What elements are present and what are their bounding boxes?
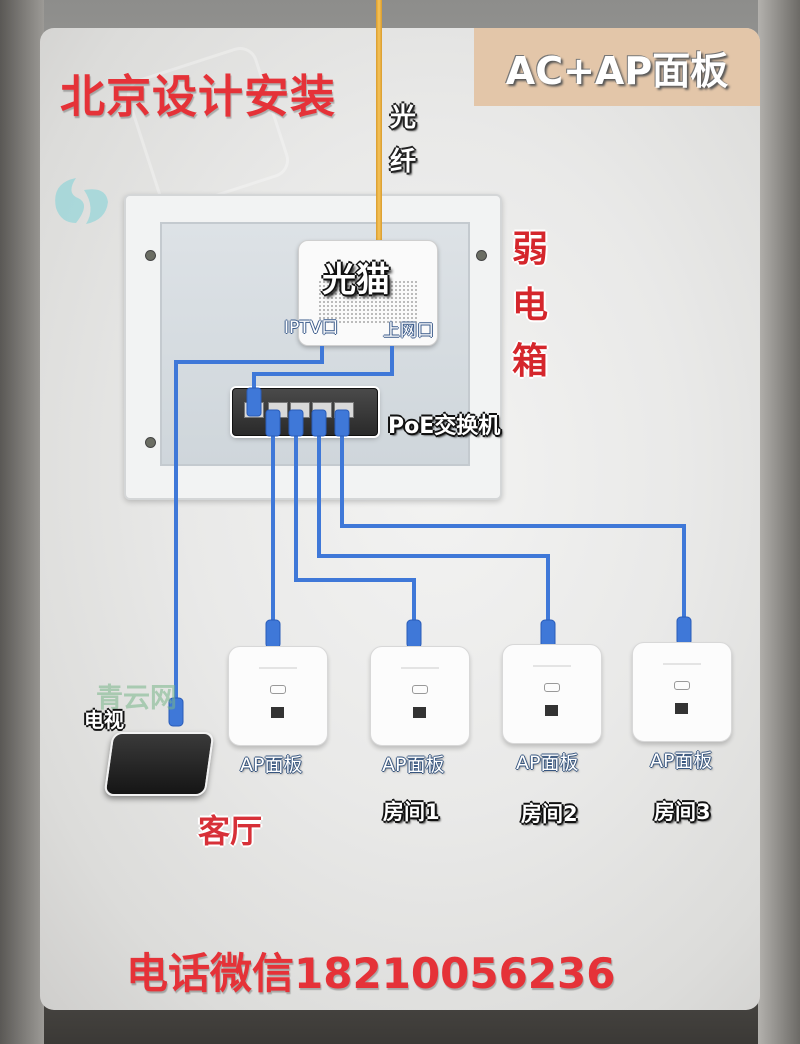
room-label: 房间2 <box>521 802 578 826</box>
modem-vent-icon <box>318 280 418 324</box>
contact-info: 电话微信18210056236 <box>126 949 616 998</box>
rj45-connector-icon <box>246 387 262 417</box>
modem-title: 光猫 <box>322 260 390 300</box>
poe-switch-label: PoE交换机 <box>388 414 501 439</box>
ethernet-jack-icon <box>675 703 688 714</box>
ethernet-jack-icon <box>545 705 558 716</box>
room-label: 房间3 <box>654 800 711 824</box>
living-room-label: 客厅 <box>198 812 263 850</box>
tv-set-top-box <box>103 732 215 796</box>
led-icon <box>412 685 428 694</box>
screw-icon <box>145 437 156 448</box>
screw-icon <box>145 250 156 261</box>
ap-label: AP面板 <box>650 750 713 772</box>
rj45-connector-icon <box>311 409 327 437</box>
watermark-text: 青云网 <box>96 683 177 714</box>
iptv-port-label: IPTV口 <box>284 318 339 338</box>
ap-panel-1 <box>228 646 328 746</box>
weak-current-box-label: 弱电箱 <box>512 229 549 382</box>
rj45-connector-icon <box>288 409 304 437</box>
watermark-logo-icon <box>55 178 108 224</box>
ap-label: AP面板 <box>516 752 579 774</box>
diagram-panel <box>40 28 760 1010</box>
led-icon <box>544 683 560 692</box>
screw-icon <box>476 250 487 261</box>
ap-panel-3 <box>502 644 602 744</box>
internet-port-label: 上网口 <box>383 321 434 341</box>
ethernet-jack-icon <box>271 707 284 718</box>
led-icon <box>674 681 690 690</box>
rj45-connector-icon <box>676 616 692 646</box>
fiber-optic-cable <box>376 0 382 240</box>
led-icon <box>270 685 286 694</box>
ap-panel-2 <box>370 646 470 746</box>
room-label: 房间1 <box>383 800 440 824</box>
page-title: 北京设计安装 <box>60 70 337 123</box>
rj45-connector-icon <box>406 619 422 649</box>
rj45-connector-icon <box>265 619 281 649</box>
fiber-label: 光纤 <box>390 103 417 177</box>
rj45-connector-icon <box>265 409 281 437</box>
rj45-connector-icon <box>168 697 184 727</box>
ap-label: AP面板 <box>382 754 445 776</box>
background-right <box>758 0 800 1044</box>
background-left <box>0 0 44 1044</box>
product-badge: AC+AP面板 <box>474 28 760 106</box>
ap-panel-4 <box>632 642 732 742</box>
tv-label: 电视 <box>84 708 124 732</box>
ap-label: AP面板 <box>240 754 303 776</box>
ethernet-jack-icon <box>413 707 426 718</box>
rj45-connector-icon <box>334 409 350 437</box>
